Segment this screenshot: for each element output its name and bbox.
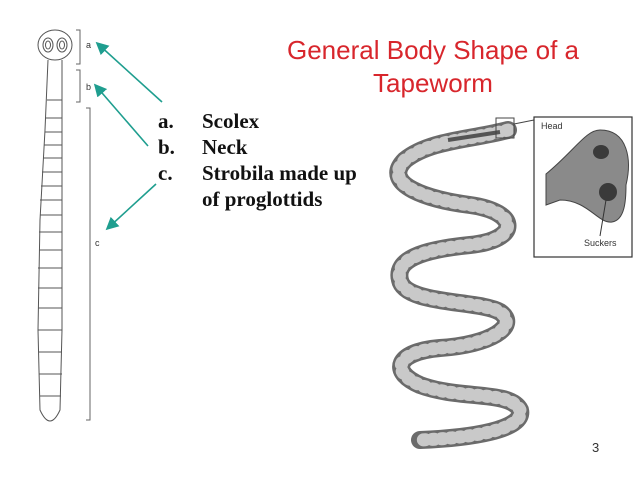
- list-marker: c.: [158, 161, 173, 185]
- list-marker: a.: [158, 109, 174, 133]
- scolex-drawing: [37, 29, 73, 61]
- list-text: of proglottids: [202, 187, 323, 211]
- inset-label-suckers: Suckers: [584, 238, 617, 248]
- list-item-scolex: a. Scolex: [158, 108, 357, 134]
- title-line-2: Tapeworm: [373, 68, 493, 98]
- label-c: c: [95, 238, 100, 248]
- inset-label-head: Head: [541, 121, 563, 131]
- list-marker: b.: [158, 135, 175, 159]
- label-b: b: [86, 82, 91, 92]
- title-line-1: General Body Shape of a: [287, 35, 579, 65]
- list-item-neck: b. Neck: [158, 134, 357, 160]
- parts-list: a. Scolex b. Neck c. Strobila made up of pr…: [158, 108, 357, 212]
- head-highlight-box: [495, 117, 515, 139]
- list-text: Strobila made up: [202, 161, 357, 185]
- head-inset: Head Suckers: [533, 116, 633, 258]
- slide-title: General Body Shape of a Tapeworm: [228, 34, 638, 100]
- coiled-tapeworm-drawing: [389, 121, 530, 449]
- pointer-arrows: [93, 41, 163, 231]
- strobila-drawing: [37, 59, 63, 422]
- list-item-strobila: c. Strobila made up: [158, 160, 357, 186]
- list-item-strobila-cont: of proglottids: [158, 186, 357, 212]
- arrow-to-c: [105, 183, 157, 231]
- list-text: Scolex: [202, 109, 260, 133]
- list-text: Neck: [202, 135, 248, 159]
- arrow-to-b: [93, 83, 149, 147]
- page-number: 3: [592, 440, 600, 455]
- label-brackets: [76, 29, 91, 421]
- arrow-to-a: [95, 41, 163, 103]
- label-a: a: [86, 40, 91, 50]
